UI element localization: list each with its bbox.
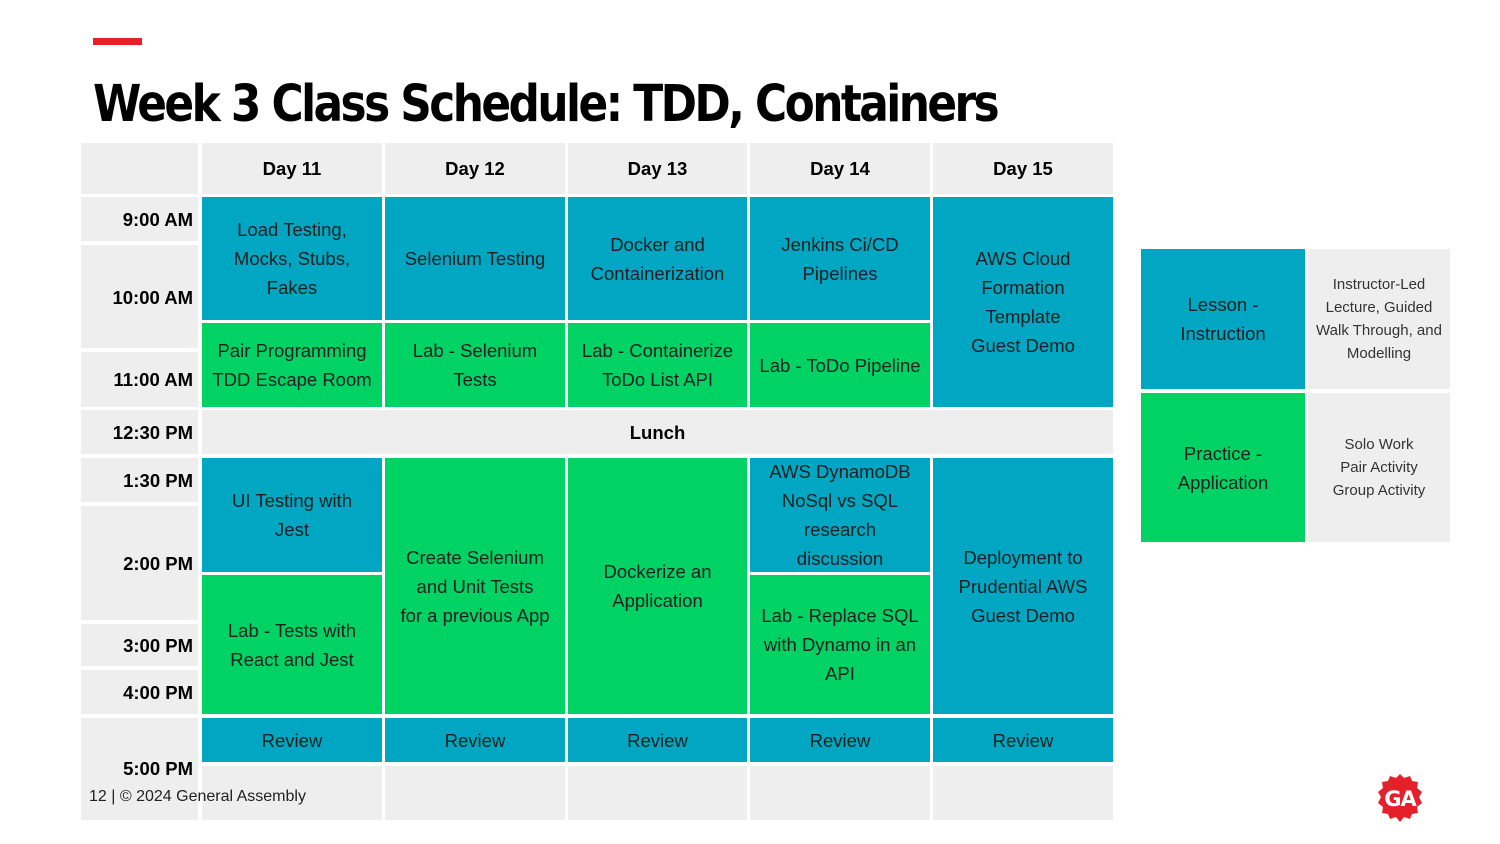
time-200: 2:00 PM — [81, 506, 198, 620]
review-d14: Review — [750, 718, 930, 762]
session-d13-docker: Docker and Containerization — [568, 197, 747, 320]
header-day-12: Day 12 — [385, 143, 565, 194]
time-130: 1:30 PM — [81, 458, 198, 502]
time-1000: 10:00 AM — [81, 245, 198, 348]
time-400: 4:00 PM — [81, 670, 198, 714]
session-d14-lab-dynamo: Lab - Replace SQL with Dynamo in an API — [750, 575, 930, 714]
empty-cell — [385, 766, 565, 820]
session-d11-pair-programming: Pair Programming TDD Escape Room — [202, 323, 382, 407]
session-d12-create-selenium: Create Selenium and Unit Tests for a pre… — [385, 458, 565, 714]
session-d14-dynamodb: AWS DynamoDB NoSql vs SQL research discu… — [750, 458, 930, 572]
empty-cell — [202, 766, 382, 820]
session-d11-load-testing: Load Testing, Mocks, Stubs, Fakes — [202, 197, 382, 320]
legend-lesson-label: Lesson - Instruction — [1141, 249, 1305, 389]
empty-cell — [750, 766, 930, 820]
header-day-14: Day 14 — [750, 143, 930, 194]
review-d13: Review — [568, 718, 747, 762]
accent-bar — [93, 38, 142, 45]
time-500: 5:00 PM — [81, 718, 198, 820]
lunch-row: Lunch — [202, 410, 1113, 454]
session-d15-aws-cloud-formation: AWS Cloud Formation Template Guest Demo — [933, 197, 1113, 407]
page-title: Week 3 Class Schedule: TDD, Containers — [93, 75, 1000, 134]
legend-practice-desc: Solo Work Pair Activity Group Activity — [1308, 393, 1450, 542]
review-d12: Review — [385, 718, 565, 762]
session-d13-lab-containerize: Lab - Containerize ToDo List API — [568, 323, 747, 407]
legend-lesson-desc: Instructor-Led Lecture, Guided Walk Thro… — [1308, 249, 1450, 389]
header-day-15: Day 15 — [933, 143, 1113, 194]
header-corner — [81, 143, 198, 194]
ga-logo-icon: GA — [1378, 774, 1422, 822]
session-d14-jenkins: Jenkins Ci/CD Pipelines — [750, 197, 930, 320]
session-d11-lab-react-jest: Lab - Tests with React and Jest — [202, 575, 382, 714]
legend-practice-label: Practice - Application — [1141, 393, 1305, 542]
header-day-13: Day 13 — [568, 143, 747, 194]
session-d11-ui-testing: UI Testing with Jest — [202, 458, 382, 572]
time-1100: 11:00 AM — [81, 352, 198, 407]
empty-cell — [568, 766, 747, 820]
time-900: 9:00 AM — [81, 197, 198, 241]
session-d15-deployment: Deployment to Prudential AWS Guest Demo — [933, 458, 1113, 714]
session-d12-lab-selenium: Lab - Selenium Tests — [385, 323, 565, 407]
time-1230: 12:30 PM — [81, 410, 198, 454]
empty-cell — [933, 766, 1113, 820]
review-d15: Review — [933, 718, 1113, 762]
time-300: 3:00 PM — [81, 624, 198, 666]
header-day-11: Day 11 — [202, 143, 382, 194]
footer-copyright: 12 | © 2024 General Assembly — [89, 788, 306, 805]
session-d13-dockerize: Dockerize an Application — [568, 458, 747, 714]
review-d11: Review — [202, 718, 382, 762]
logo-text: GA — [1384, 787, 1417, 811]
session-d14-lab-pipeline: Lab - ToDo Pipeline — [750, 323, 930, 407]
session-d12-selenium-testing: Selenium Testing — [385, 197, 565, 320]
